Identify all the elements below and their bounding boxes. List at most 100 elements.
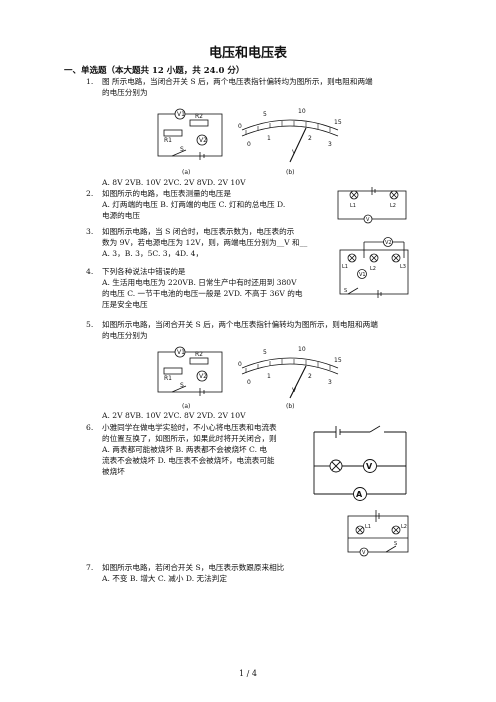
q3-number: 3. — [86, 227, 94, 236]
q3-l1-label: L1 — [342, 264, 348, 270]
q4-line-2: A. 生活用电电压为 220VB. 日常生产中有时还用到 380V — [102, 278, 297, 287]
section-heading: 一、单选题（本大题共 12 小题，共 24.0 分） — [64, 66, 245, 76]
q5-s-label: S — [180, 382, 184, 389]
q7-line-1: 如图所示电路，若闭合开关 S，电压表示数跟原来相比 — [102, 563, 285, 572]
q1-number: 1. — [86, 77, 94, 86]
q2-line-3: 电源的电压 — [102, 211, 140, 220]
q2-l2-label: L2 — [390, 203, 396, 209]
q5-dial-needle — [289, 365, 307, 399]
q5-scale-bottom-1: 1 — [267, 373, 271, 380]
q5-fig-a-caption: (a) — [182, 403, 190, 410]
q1-dial-needle — [289, 127, 307, 163]
q3-circuit: V2 V1 L1 L2 L3 S — [339, 237, 409, 298]
q7-s-label: S — [394, 541, 397, 547]
q3-line-2: 数为 9V，若电源电压为 12V，则，两端电压分别为__V 和__ — [102, 238, 308, 247]
q2-v-label: V — [366, 217, 370, 223]
q1-scale-bottom-2: 2 — [308, 135, 312, 142]
q5-options: A. 2V 8VB. 10V 2VC. 8V 2VD. 2V 10V — [102, 411, 246, 420]
q6-circuit: V A — [313, 425, 407, 501]
q4-line-1: 下列各种说法中错误的是 — [102, 267, 186, 276]
q3-voltmeter-v1 — [357, 269, 367, 279]
q4-line-4: 压是安全电压 — [102, 300, 148, 309]
q1-dial-unit: V — [292, 149, 297, 156]
q5-switch — [171, 385, 187, 393]
q1-line-2: 的电压分别为 — [102, 88, 148, 97]
q1-circuit-loop — [157, 113, 223, 157]
q1-line-1: 图 所示电路，当闭合开关 S 后，两个电压表指针偏转均为图所示，则电阻和两端 — [102, 77, 373, 86]
q5-v1-meter — [174, 346, 186, 358]
q5-scale-bottom-2: 2 — [308, 373, 312, 380]
q6-line-2: 的位置互换了，如图所示，如果此时将开关闭合，则 — [102, 434, 277, 443]
q7-options: A. 不变 B. 增大 C. 减小 D. 无法判定 — [102, 574, 227, 583]
q3-line-1: 如图所示电路，当 S 闭合时，电压表示数为，电压表的示 — [102, 227, 295, 236]
q5-fig-b-caption: (b) — [286, 403, 295, 410]
q1-r2-label: R2 — [195, 113, 203, 120]
q1-scale-top-10: 10 — [298, 108, 306, 115]
q6-v-label: V — [366, 462, 373, 471]
q2-line-2: A. 灯两端的电压 B. 灯两端的电压 C. 灯和的总电压 D. — [102, 200, 286, 209]
q6-number: 6. — [86, 423, 94, 432]
q1-r2-resistor — [189, 119, 209, 127]
q6-voltmeter — [363, 459, 377, 473]
page-title: 电压和电压表 — [208, 46, 287, 61]
q5-circuit-loop — [157, 351, 223, 393]
q1-v2-meter — [196, 134, 208, 146]
q1-r1-label: R1 — [164, 137, 172, 144]
q1-v1-label: V1 — [177, 111, 185, 118]
q5-v2-label: V2 — [199, 373, 207, 380]
q5-dial-arc — [241, 357, 339, 369]
q1-r1-resistor — [163, 129, 183, 137]
q4-number: 4. — [86, 267, 94, 276]
q3-line-3: A. 3，B. 3，5C. 3，4D. 4， — [102, 249, 204, 258]
q2-l1-label: L1 — [350, 203, 356, 209]
q1-scale-top-0: 0 — [238, 123, 242, 130]
q5-r1-label: R1 — [164, 375, 172, 382]
q5-v2-meter — [196, 370, 208, 382]
q1-s-label: S — [180, 146, 184, 153]
q5-scale-top-0: 0 — [238, 361, 242, 368]
q5-r2-resistor — [189, 357, 209, 365]
q1-v1-meter — [174, 108, 186, 120]
q7-l1-label: L1 — [365, 524, 371, 530]
q2-voltmeter — [363, 214, 373, 224]
q6-line-5: 被烧坏 — [102, 467, 125, 476]
q1-scale-bottom-3: 3 — [328, 141, 332, 148]
q7-voltmeter — [359, 547, 369, 557]
q1-fig-b-caption: (b) — [286, 169, 295, 176]
q1-fig-a-caption: (a) — [182, 169, 190, 176]
q5-scale-top-15: 15 — [334, 357, 342, 364]
q7-circuit: L1 L2 V S — [347, 510, 409, 557]
q5-scale-bottom-0: 0 — [247, 379, 251, 386]
q7-number: 7. — [86, 563, 94, 572]
q5-dial-unit: V — [292, 387, 297, 394]
q7-v-label: V — [362, 550, 366, 556]
q1-figure: V1 R2 R1 V2 S 0 5 10 15 0 1 2 3 V (a) (b… — [157, 108, 342, 176]
q3-switch — [347, 287, 359, 295]
q3-s-label: S — [344, 288, 347, 294]
q1-switch — [171, 149, 187, 157]
q6-a-label: A — [356, 490, 363, 499]
q6-line-3: A. 两表都可能被烧坏 B. 两表都不会被烧坏 C. 电 — [102, 445, 268, 454]
q1-options: A. 8V 2VB. 10V 2VC. 2V 8VD. 2V 10V — [102, 178, 246, 187]
q5-scale-top-10: 10 — [298, 346, 306, 353]
q2-number: 2. — [86, 189, 94, 198]
q3-l2-label: L2 — [370, 266, 376, 272]
q5-line-2: 的电压分别为 — [102, 331, 148, 340]
q1-scale-top-5: 5 — [263, 111, 267, 118]
q5-r1-resistor — [163, 367, 183, 375]
q3-l3-label: L3 — [400, 264, 406, 270]
q1-scale-bottom-1: 1 — [267, 135, 271, 142]
q6-line-1: 小雅同学在做电学实验时，不小心将电压表和电流表 — [102, 423, 277, 432]
q1-v2-label: V2 — [199, 137, 207, 144]
q1-scale-top-15: 15 — [334, 119, 342, 126]
q4-line-3: 的电压 C. 一节干电池的电压一般是 2VD. 不高于 36V 的电 — [102, 289, 303, 298]
q7-l2-label: L2 — [401, 524, 407, 530]
q3-v1-label: V1 — [359, 272, 366, 278]
q7-switch — [385, 545, 397, 553]
page-number: 1 / 4 — [239, 669, 257, 678]
q5-figure: V1 R2 R1 V2 S 0 5 10 15 0 1 2 3 V (a) (b… — [157, 346, 342, 410]
q5-v1-label: V1 — [177, 349, 185, 356]
q5-scale-bottom-3: 3 — [328, 379, 332, 386]
q1-dial-arc — [241, 119, 339, 131]
q5-r2-label: R2 — [195, 351, 203, 358]
